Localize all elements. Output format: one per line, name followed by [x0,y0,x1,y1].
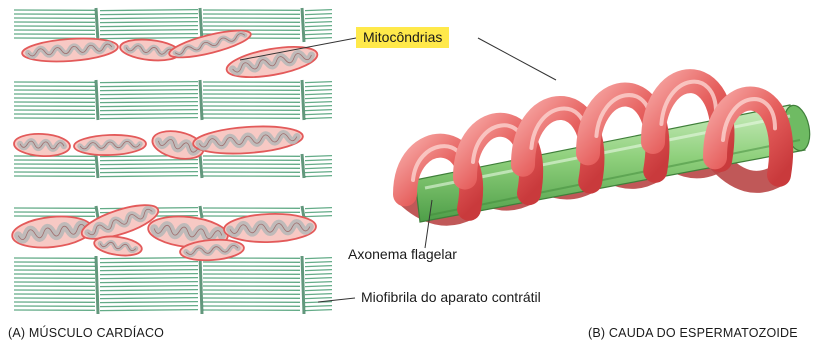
mitochondrion [192,123,304,157]
mitochondrion [224,212,317,243]
panel-a-caption: (A) MÚSCULO CARDÍACO [8,326,164,340]
sperm-tail-panel [405,81,814,222]
panel-b-caption: (B) CAUDA DO ESPERMATOZOIDE [588,326,798,340]
mitochondria-loops-front [405,81,781,209]
axoneme-label: Axonema flagelar [348,246,457,262]
mitochondria-label: Mitocôndrias [356,27,449,48]
mitochondrion [93,234,143,259]
mitochondrion [21,36,118,65]
cardiac-mitochondria [11,25,320,262]
mitochondrion [13,133,70,158]
myofibril-label: Miofibrila do aparato contrátil [361,289,541,305]
mitochondrion [11,213,94,251]
cardiac-muscle-panel [11,8,332,314]
mitochondrion [74,134,147,157]
